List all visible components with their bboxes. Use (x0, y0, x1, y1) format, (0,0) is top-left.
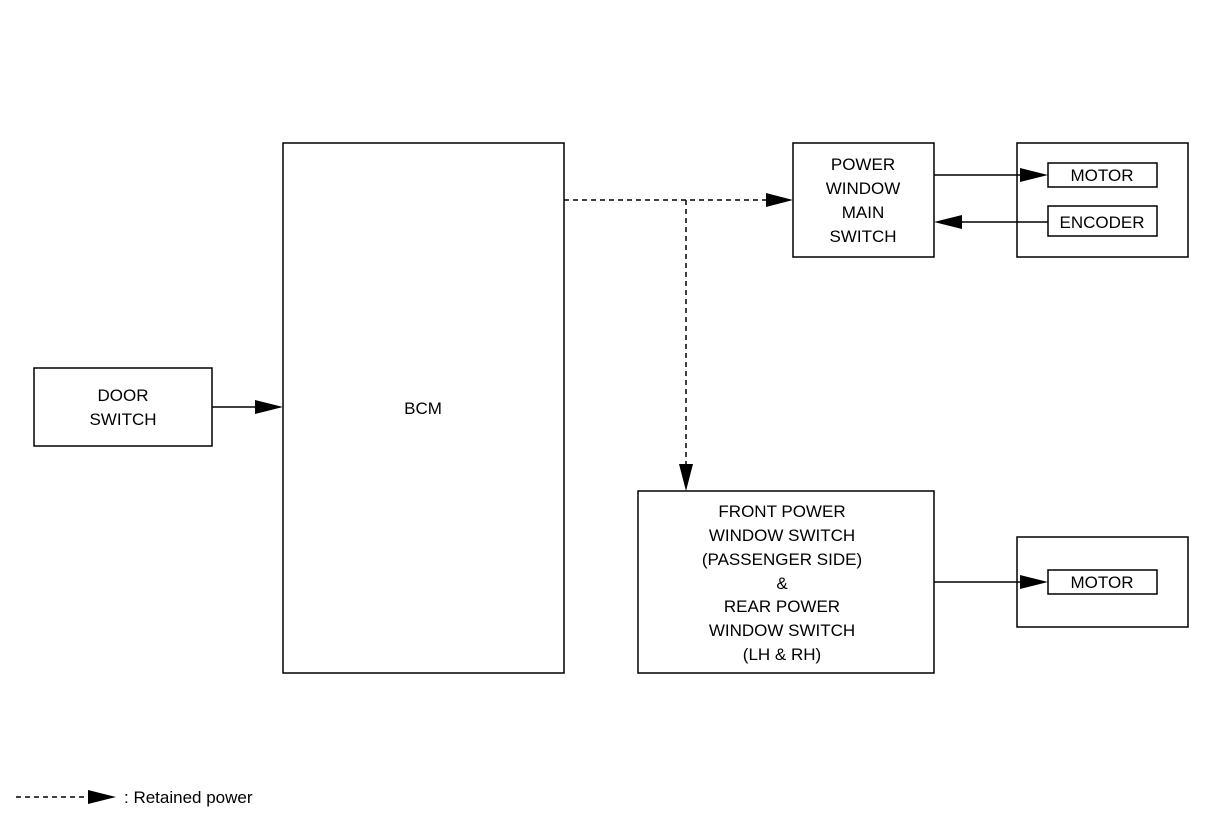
door-switch-label-line-1: DOOR (98, 386, 149, 405)
bcm-to-main-switch-retained-power-arrow (564, 193, 793, 207)
front-rear-switch-label-line-3: (PASSENGER SIDE) (702, 550, 862, 569)
main-switch-label-line-2: WINDOW (826, 179, 901, 198)
front-rear-switch-label-line-5: REAR POWER (724, 597, 840, 616)
front-rear-power-window-switch-block (637, 490, 935, 674)
main-switch-label-line-3: MAIN (842, 203, 885, 222)
front-rear-switch-to-motor-arrow (934, 575, 1048, 589)
front-rear-switch-label-line-7: (LH & RH) (743, 645, 821, 664)
upper-motor-assembly-block (1016, 142, 1189, 258)
front-rear-switch-label-line-2: WINDOW SWITCH (709, 526, 855, 545)
door-switch-block (33, 367, 213, 447)
main-switch-to-motor-arrow (934, 168, 1048, 182)
upper-motor-block (1047, 162, 1158, 188)
power-window-main-switch-block (792, 142, 935, 258)
main-switch-label-line-1: POWER (831, 155, 895, 174)
front-rear-switch-label-line-4: & (776, 574, 788, 593)
main-switch-label-line-4: SWITCH (829, 227, 896, 246)
encoder-to-main-switch-arrow (934, 215, 1048, 229)
bcm-block (282, 142, 565, 674)
legend-retained-power-label: : Retained power (124, 788, 253, 807)
front-rear-switch-label-line-1: FRONT POWER (718, 502, 845, 521)
encoder-block (1047, 205, 1158, 237)
bcm-label: BCM (404, 399, 442, 418)
door-switch-label-line-2: SWITCH (89, 410, 156, 429)
encoder-label: ENCODER (1059, 213, 1144, 232)
lower-motor-label: MOTOR (1071, 573, 1134, 592)
legend: : Retained power (16, 788, 253, 807)
lower-motor-block (1047, 569, 1158, 595)
bcm-to-front-rear-switch-retained-power-arrow (679, 200, 693, 491)
door-switch-to-bcm-arrow (212, 400, 283, 414)
front-rear-switch-label-line-6: WINDOW SWITCH (709, 621, 855, 640)
legend-dashed-arrow-symbol (16, 790, 116, 804)
upper-motor-label: MOTOR (1071, 166, 1134, 185)
